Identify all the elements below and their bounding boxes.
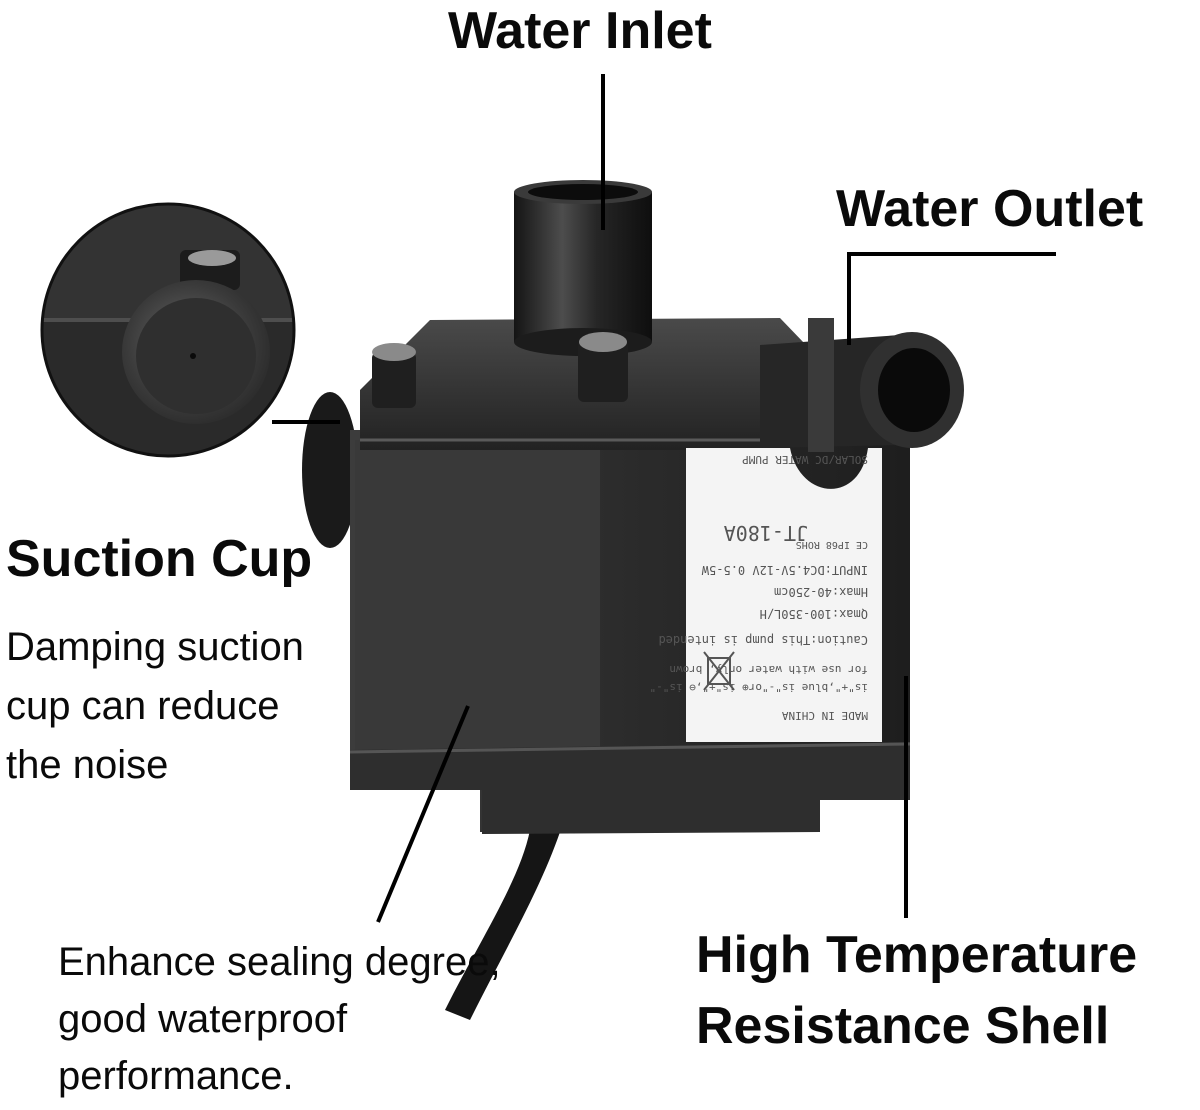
nameplate-line: Qmax:100-350L/H [760,607,868,621]
suction-cup-inset [40,202,296,458]
nameplate-line: Hmax:40-250cm [774,585,868,599]
sealing-description-line: performance. [58,1053,294,1098]
nameplate-line: INPUT:DC4.5V-12V 0.5-5W [701,563,868,577]
nameplate-line: CE IP68 ROHS [796,539,868,550]
pump-base [350,742,910,834]
shell-label-line: Resistance Shell [696,996,1110,1055]
callout-line-seal [376,705,470,923]
side-suction-cup [302,392,358,548]
water-inlet-label: Water Inlet [448,2,712,60]
suction-cup-description-line: the noise [6,743,169,788]
water-outlet-pipe [760,318,964,452]
sealing-description-line: Enhance sealing degree, [58,940,501,984]
callout-line-outlet [847,252,1056,345]
nameplate-line: SOLAR/DC WATER PUMP [742,453,868,466]
suction-cup-description-line: cup can reduce [6,684,280,729]
water-outlet-label: Water Outlet [836,180,1144,238]
water-inlet-pipe [514,180,652,356]
suction-cup-description: Damping suction cup can reduce the noise [6,618,396,796]
nameplate-line: Caution:This pump is intended [658,633,868,647]
power-cable [445,830,560,1020]
suction-cup-label: Suction Cup [6,530,313,588]
shell-label: High Temperature Resistance Shell [696,920,1196,1061]
crossed-bin-icon [703,651,735,691]
nameplate-line: JT-180A [724,521,808,545]
nameplate-line: for use with water only, brown [669,663,868,676]
shell-label-line: High Temperature [696,926,1138,984]
screw-left [372,343,416,408]
nameplate-line: is"+",blue is"-"or⊕ is"+",⊖ is"-" [649,681,868,694]
screw-right [578,332,628,402]
nameplate-line: MADE IN CHINA [782,709,868,722]
pump-front-face [355,440,600,750]
suction-cup-description-line: Damping suction [6,625,304,669]
sealing-description-line: good waterproof [58,996,348,1041]
sealing-description: Enhance sealing degree, good waterproof … [58,934,638,1104]
nameplate: MADE IN CHINA is"+",blue is"-"or⊕ is"+",… [649,448,882,742]
